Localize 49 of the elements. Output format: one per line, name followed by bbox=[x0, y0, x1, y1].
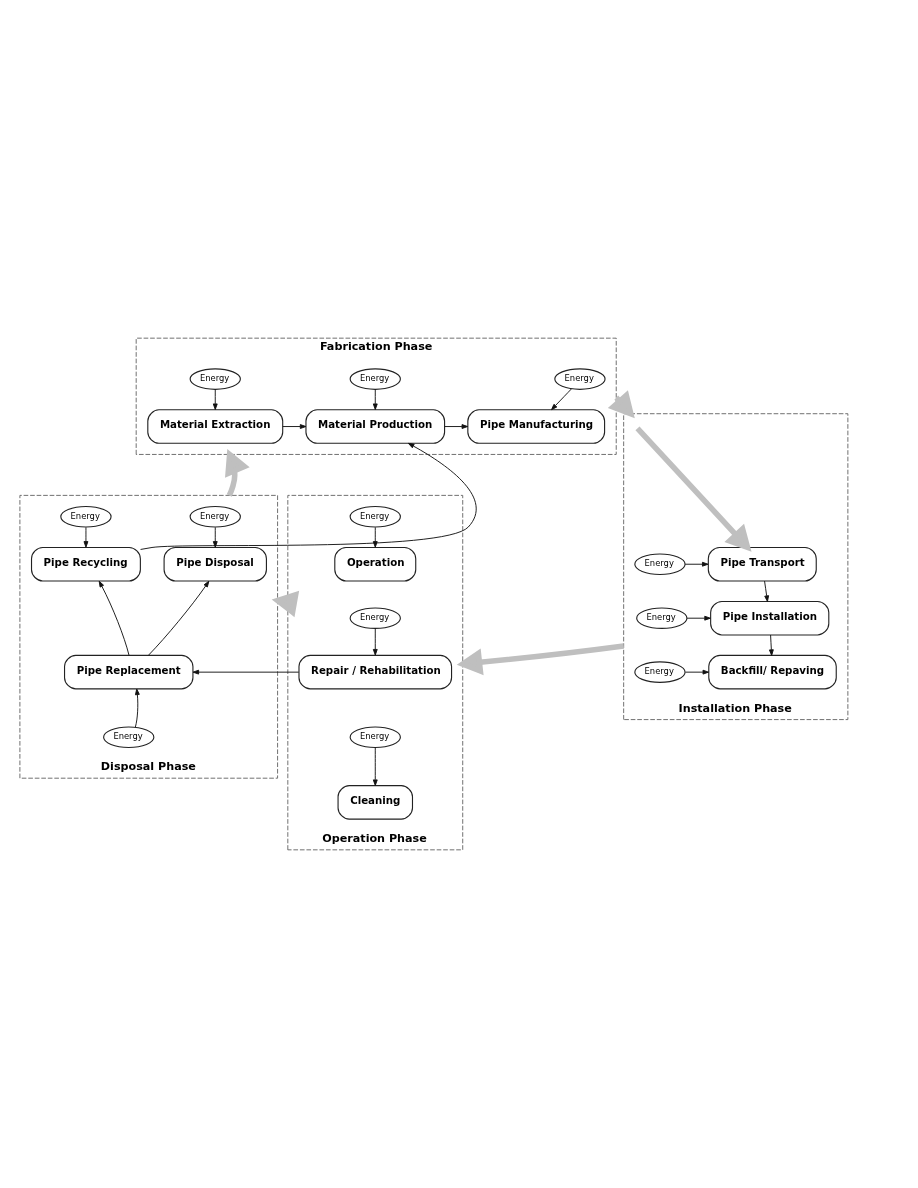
arrow bbox=[225, 448, 250, 497]
node-box: Pipe Installation bbox=[710, 600, 830, 636]
node-box: Pipe Manufacturing bbox=[467, 409, 606, 444]
arrow bbox=[372, 627, 378, 656]
arrow bbox=[147, 580, 210, 656]
arrow bbox=[685, 669, 710, 675]
arrow bbox=[271, 590, 300, 618]
node-ellipse: Energy bbox=[636, 607, 688, 629]
arrow bbox=[83, 526, 89, 548]
node-ellipse: Energy bbox=[349, 506, 401, 528]
node-box: Pipe Disposal bbox=[163, 546, 267, 582]
arrow bbox=[635, 426, 752, 552]
arrow bbox=[456, 643, 625, 676]
node-box: Pipe Transport bbox=[707, 546, 817, 582]
arrow bbox=[764, 580, 770, 602]
arrow bbox=[444, 424, 469, 429]
node-ellipse: Energy bbox=[189, 368, 241, 390]
arrow bbox=[607, 390, 635, 419]
node-box: Material Production bbox=[305, 409, 446, 444]
node-box: Backfill/ Repaving bbox=[708, 654, 837, 690]
node-ellipse: Energy bbox=[349, 607, 401, 629]
arrow bbox=[372, 389, 378, 410]
arrow bbox=[372, 526, 378, 548]
arrow bbox=[684, 561, 709, 567]
node-ellipse: Energy bbox=[60, 506, 112, 528]
arrow bbox=[686, 615, 711, 621]
node-ellipse: Energy bbox=[349, 368, 401, 390]
arrow bbox=[140, 442, 477, 550]
arrow bbox=[768, 634, 774, 656]
node-box: Pipe Recycling bbox=[30, 546, 141, 582]
arrow bbox=[372, 747, 378, 786]
node-box: Operation bbox=[334, 546, 417, 582]
node-box: Cleaning bbox=[337, 785, 414, 820]
node-box: Material Extraction bbox=[147, 409, 284, 444]
node-box: Repair / Rehabilitation bbox=[298, 654, 453, 690]
arrow bbox=[551, 388, 572, 411]
arrow bbox=[212, 526, 218, 548]
node-box: Pipe Replacement bbox=[64, 654, 194, 690]
arrow bbox=[98, 580, 130, 656]
arrow bbox=[282, 424, 307, 429]
arrow bbox=[192, 669, 300, 675]
node-ellipse: Energy bbox=[189, 506, 241, 528]
node-ellipse: Energy bbox=[103, 726, 155, 749]
node-ellipse: Energy bbox=[554, 368, 606, 390]
arrow bbox=[134, 688, 140, 728]
node-ellipse: Energy bbox=[634, 553, 686, 575]
node-ellipse: Energy bbox=[634, 661, 686, 683]
node-ellipse: Energy bbox=[349, 726, 401, 749]
arrow bbox=[212, 389, 218, 410]
